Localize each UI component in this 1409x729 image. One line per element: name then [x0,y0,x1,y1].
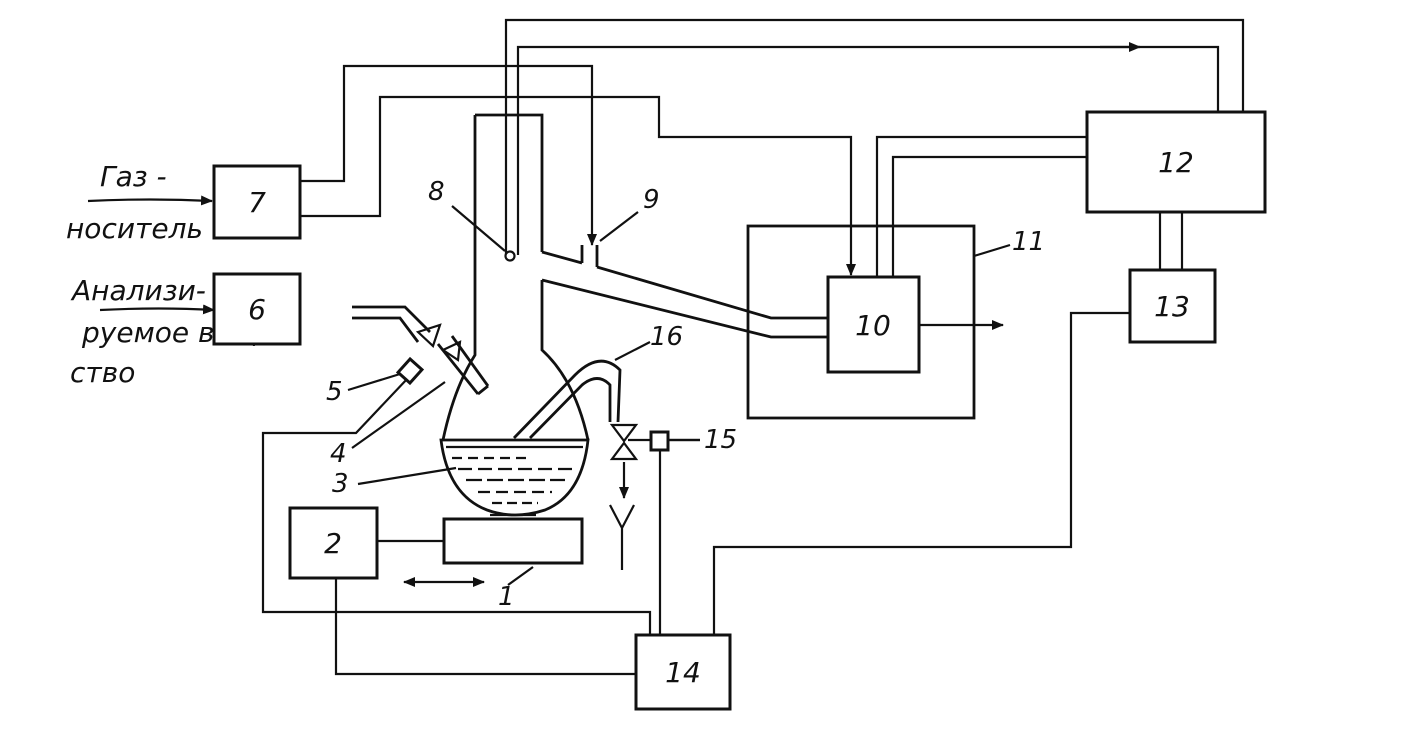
callout-8: 8 [428,177,445,207]
heater-1 [442,517,584,565]
block-10-label: 10 [855,309,891,342]
block-10: 10 [826,275,921,374]
callout-5: 5 [326,377,343,407]
outlet-tube [541,245,828,339]
block-6-label: 6 [248,293,266,326]
callout-9: 9 [643,185,660,215]
block-6: 6 [212,272,302,346]
callout-1: 1 [498,582,515,612]
sensor-15 [649,430,670,452]
block-13: 13 [1128,268,1217,344]
block-12: 12 [1085,110,1267,214]
analyte-label-line1: Анализи- [70,274,206,307]
carrier-gas-label-line1: Газ - [100,160,167,193]
block-14: 14 [634,633,732,711]
callout-11: 11 [1012,227,1045,257]
callout-4: 4 [330,439,347,469]
probe-point-8 [504,250,516,262]
callout-15: 15 [704,425,737,455]
block-2: 2 [288,506,379,580]
carrier-gas-input: Газ - носитель [66,160,213,245]
block-2-label: 2 [324,527,342,560]
carrier-gas-label-line2: носитель [66,212,203,245]
callout-16: 16 [650,322,683,352]
callout-3: 3 [332,469,349,499]
block-14-label: 14 [665,656,701,689]
block-13-label: 13 [1154,290,1190,323]
thermostat-11 [746,224,976,420]
callouts: 1 3 4 5 8 9 11 15 16 [326,177,1045,612]
block-7: 7 [212,164,302,240]
block-12-label: 12 [1158,146,1194,179]
reaction-flask [352,113,639,517]
connection-lines [261,18,1245,676]
block-7-label: 7 [248,186,266,219]
valve-5 [395,356,425,386]
analyte-label-line3: ство [70,356,135,389]
